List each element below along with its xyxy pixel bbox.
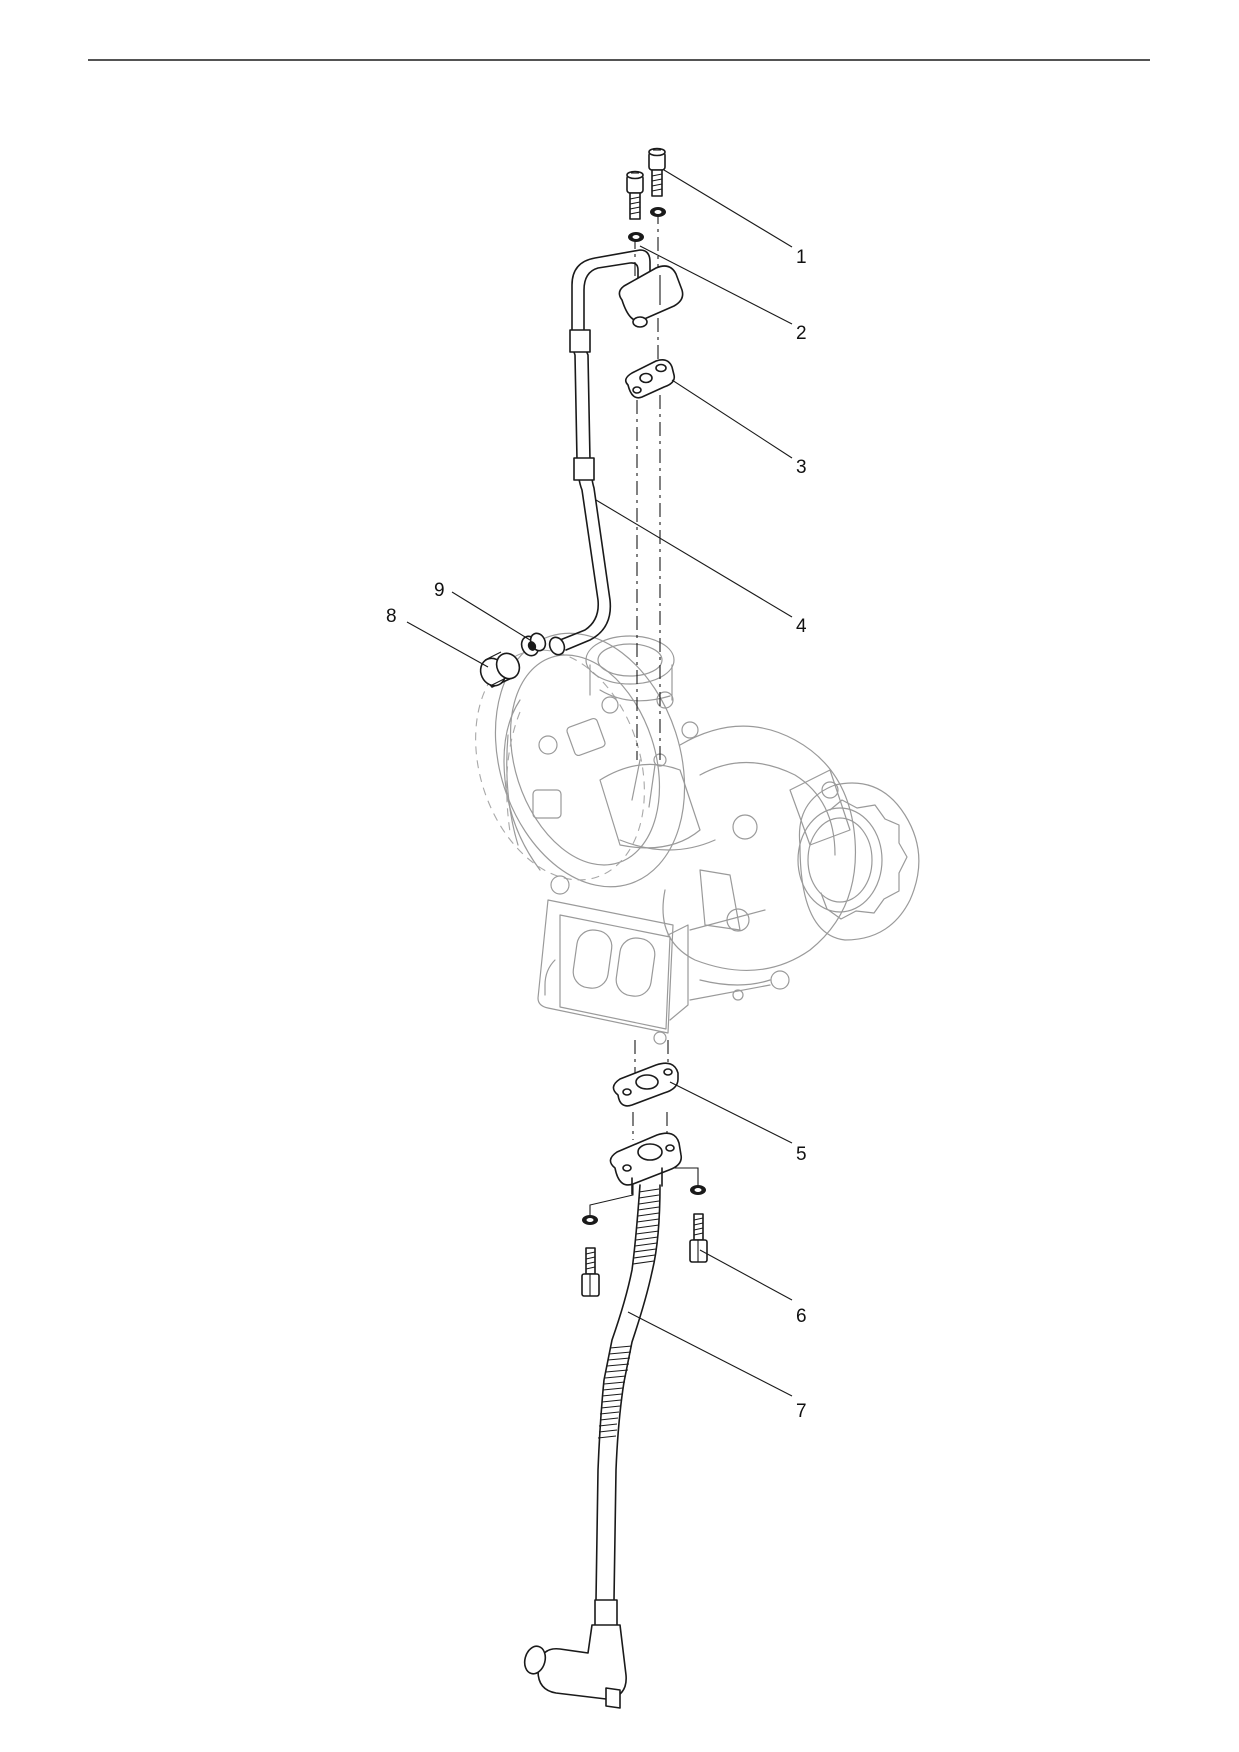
callout-7: 7 (796, 1401, 807, 1422)
compression-ferrule (520, 632, 547, 657)
hose-corrugations (597, 1188, 660, 1439)
callout-6: 6 (796, 1306, 807, 1327)
drain-flange-gasket (612, 1062, 679, 1107)
callout-1: 1 (796, 247, 807, 268)
turbocharger-housing (475, 632, 920, 1045)
callout-4: 4 (796, 616, 807, 637)
oil-drain-pipe (523, 1132, 683, 1709)
sealing-washers (628, 207, 666, 242)
union-nut (479, 651, 521, 688)
callout-labels: 1 2 3 4 5 6 7 8 9 (386, 247, 807, 1422)
callout-9: 9 (434, 580, 445, 601)
banjo-bolt-pair (626, 147, 666, 220)
drain-stud-nut-right (689, 1185, 708, 1263)
callout-2: 2 (796, 323, 807, 344)
callout-5: 5 (796, 1144, 807, 1165)
callout-8: 8 (386, 606, 397, 627)
drain-stud-nut-left (581, 1215, 600, 1297)
callout-leaders (406, 169, 793, 1397)
feed-flange-gasket (624, 359, 676, 399)
assembly-centerlines (589, 210, 699, 1218)
oil-feed-pipe (548, 249, 684, 656)
callout-3: 3 (796, 457, 807, 478)
